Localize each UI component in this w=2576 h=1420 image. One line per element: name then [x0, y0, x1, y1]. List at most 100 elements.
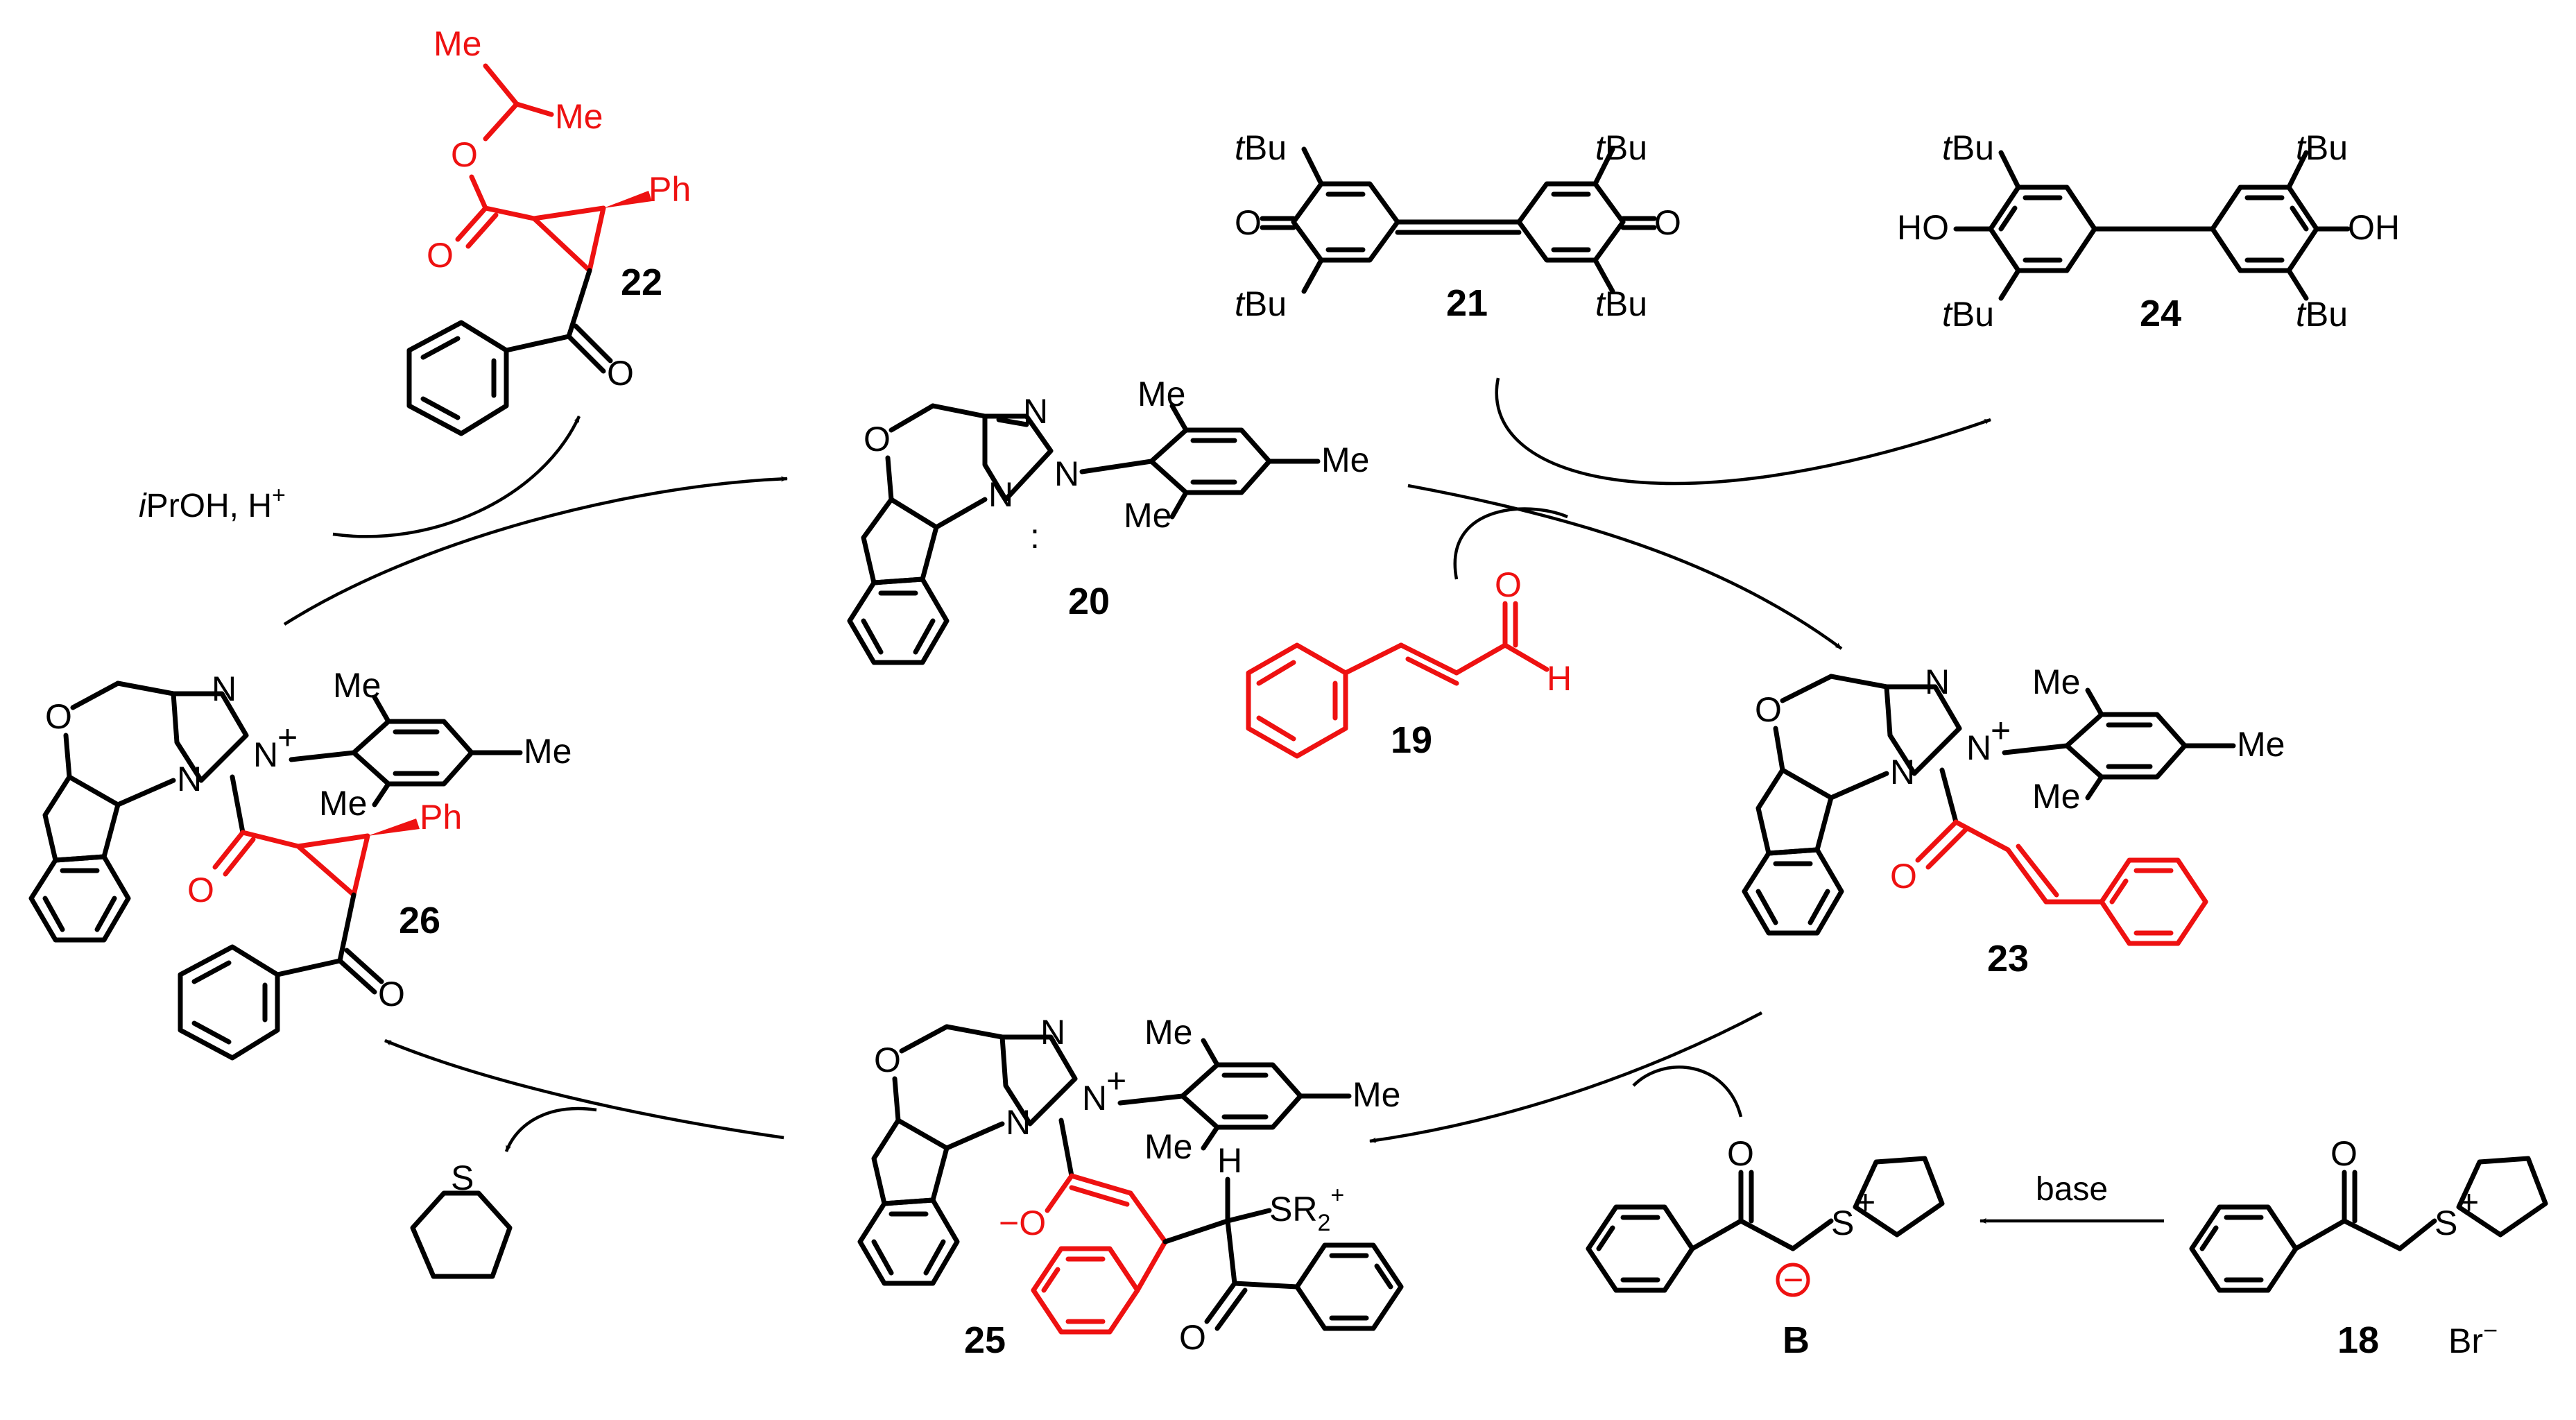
- svg-text:O: O: [864, 420, 891, 459]
- arrow-25-to-26: [384, 1038, 784, 1140]
- svg-text:20: 20: [1068, 581, 1110, 622]
- svg-text:Me: Me: [524, 732, 572, 771]
- svg-text:tBu: tBu: [1942, 295, 1994, 334]
- svg-text:N: N: [1054, 454, 1079, 493]
- svg-text:N: N: [1006, 1103, 1031, 1142]
- svg-text:O: O: [1495, 565, 1522, 604]
- svg-text:Me: Me: [319, 784, 367, 823]
- compound-24: HO OH tBu tBu tBu tBu 24: [1897, 128, 2400, 334]
- svg-text:Me: Me: [433, 24, 481, 63]
- reaction-arrows: [283, 377, 2164, 1224]
- svg-text:Me: Me: [1137, 375, 1185, 413]
- svg-text:Me: Me: [2032, 662, 2080, 701]
- svg-text:Ph: Ph: [649, 170, 691, 209]
- compound-23: O N N + N Me Me Me O: [1742, 662, 2285, 980]
- svg-text:S: S: [2435, 1204, 2457, 1242]
- arrow-26-to-20: [283, 476, 788, 626]
- arrow-release-thiophane: [504, 1106, 597, 1152]
- svg-text:O: O: [187, 871, 214, 909]
- svg-text:H: H: [1217, 1141, 1242, 1180]
- svg-text::: :: [1030, 517, 1040, 556]
- svg-text:O: O: [1890, 857, 1917, 896]
- svg-text:tBu: tBu: [1942, 128, 1994, 167]
- svg-text:N: N: [1890, 753, 1915, 792]
- svg-text:O: O: [607, 354, 634, 393]
- compound-26: O N N + N Me Me Me O Ph 26: [28, 666, 572, 1061]
- arrow-20-to-23: [1407, 484, 1843, 650]
- svg-text:O: O: [378, 975, 405, 1013]
- svg-text:N: N: [1082, 1079, 1107, 1118]
- arrow-23-to-25: [1369, 1011, 1763, 1143]
- svg-text:Me: Me: [555, 97, 603, 136]
- svg-text:tBu: tBu: [2296, 295, 2348, 334]
- svg-text:−: −: [1783, 1260, 1803, 1299]
- svg-text:Me: Me: [333, 666, 381, 705]
- svg-text:OH: OH: [2348, 208, 2400, 247]
- svg-text:O: O: [427, 236, 454, 275]
- svg-text:N: N: [177, 760, 202, 798]
- svg-text:N: N: [212, 669, 237, 708]
- svg-text:19: 19: [1391, 719, 1432, 761]
- svg-text:O: O: [2330, 1134, 2358, 1173]
- arrow-19-join: [1453, 507, 1568, 580]
- svg-text:+: +: [277, 718, 298, 757]
- svg-text:Br−: Br−: [2448, 1316, 2498, 1360]
- arrow-21-to-24: [1495, 377, 1991, 486]
- svg-text:N: N: [1023, 392, 1048, 431]
- svg-text:Ph: Ph: [420, 798, 462, 837]
- condition-base: base: [2036, 1171, 2108, 1208]
- tetrahydrothiophene: S: [410, 1158, 513, 1279]
- ylide-B: O − S + B: [1586, 1134, 1945, 1361]
- svg-text:HO: HO: [1897, 208, 1949, 247]
- svg-text:Me: Me: [1321, 440, 1369, 479]
- svg-text:H: H: [1547, 659, 1572, 698]
- svg-text:O: O: [1179, 1318, 1206, 1357]
- arrow-to-22: [332, 416, 581, 538]
- svg-text:24: 24: [2140, 293, 2181, 334]
- svg-text:tBu: tBu: [1595, 128, 1647, 167]
- svg-text:N: N: [1040, 1013, 1065, 1052]
- svg-text:B: B: [1783, 1319, 1810, 1361]
- svg-text:25: 25: [964, 1319, 1006, 1361]
- svg-text:tBu: tBu: [2296, 128, 2348, 167]
- svg-text:tBu: tBu: [1235, 128, 1287, 167]
- condition-iproh: iPrOH, H+: [139, 482, 286, 524]
- svg-text:+: +: [1991, 711, 2011, 750]
- svg-text:O: O: [1727, 1134, 1754, 1173]
- svg-text:+: +: [1106, 1061, 1126, 1100]
- svg-text:26: 26: [399, 900, 440, 941]
- svg-text:N: N: [1966, 728, 1991, 767]
- svg-text:O: O: [451, 135, 478, 174]
- svg-text:O: O: [1755, 690, 1782, 729]
- compound-19: O H 19: [1246, 565, 1572, 761]
- svg-text:Me: Me: [2237, 725, 2285, 764]
- svg-text:N: N: [988, 475, 1013, 514]
- compound-18: O S + 18 Br−: [2189, 1134, 2548, 1361]
- svg-text:S: S: [1831, 1204, 1854, 1242]
- svg-text:tBu: tBu: [1235, 284, 1287, 323]
- svg-text:O: O: [1235, 203, 1262, 242]
- svg-text:SR2+: SR2+: [1269, 1182, 1344, 1236]
- svg-text:O: O: [1654, 203, 1681, 242]
- svg-text:N: N: [1925, 662, 1950, 701]
- svg-text:O: O: [45, 697, 72, 736]
- svg-text:O: O: [874, 1041, 901, 1079]
- svg-text:Me: Me: [1144, 1127, 1192, 1166]
- svg-text:−O: −O: [999, 1204, 1046, 1242]
- arrow-B-join: [1632, 1066, 1743, 1118]
- svg-text:Me: Me: [2032, 777, 2080, 816]
- svg-text:Me: Me: [1124, 496, 1171, 535]
- svg-text:18: 18: [2337, 1319, 2379, 1361]
- svg-text:Me: Me: [1144, 1013, 1192, 1052]
- svg-text:22: 22: [621, 262, 662, 303]
- compound-21: O O tBu tBu tBu tBu 21: [1235, 128, 1681, 324]
- svg-text:Me: Me: [1353, 1075, 1400, 1114]
- svg-text:tBu: tBu: [1595, 284, 1647, 323]
- compound-20: O N N N : Me Me Me 20: [847, 375, 1369, 665]
- compound-22: Me Me O O Ph 22 O: [406, 24, 691, 436]
- svg-text:N: N: [253, 735, 278, 774]
- compound-25: O N N + N Me Me Me 25 −O: [857, 1013, 1404, 1361]
- svg-text:21: 21: [1446, 282, 1488, 324]
- svg-text:23: 23: [1987, 938, 2029, 980]
